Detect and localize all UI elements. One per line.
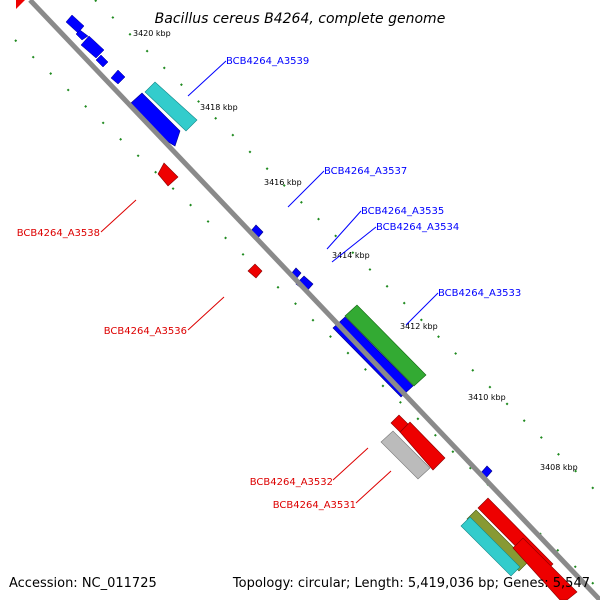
- leader-line-a3531: [355, 470, 392, 504]
- gene-label-a3531[interactable]: BCB4264_A3531: [273, 500, 356, 511]
- gene-a3533-green[interactable]: [344, 304, 427, 387]
- gene-cyan-bottom[interactable]: [460, 516, 521, 577]
- leader-line-a3536: [187, 296, 225, 331]
- leader-line-a3539: [187, 60, 227, 97]
- leader-line-a3533: [405, 292, 439, 326]
- gene-blue-2[interactable]: [75, 29, 89, 41]
- gene-blue-5[interactable]: [110, 69, 126, 85]
- genome-backbone: [28, 0, 600, 602]
- gene-a3536-red[interactable]: [247, 263, 263, 279]
- leader-line-a3537: [287, 170, 325, 208]
- gene-a3538-red[interactable]: [157, 162, 179, 187]
- leader-line-a3538: [100, 199, 137, 233]
- gene-label-a3538[interactable]: BCB4264_A3538: [17, 228, 100, 239]
- kbp-label: 3412 kbp: [400, 322, 438, 331]
- gene-label-a3532[interactable]: BCB4264_A3532: [250, 477, 333, 488]
- kbp-label: 3408 kbp: [540, 463, 578, 472]
- kbp-label: 3418 kbp: [200, 103, 238, 112]
- gene-red-edge-top[interactable]: [16, 0, 25, 9]
- leader-line-a3535: [326, 210, 362, 250]
- gene-label-a3535[interactable]: BCB4264_A3535: [361, 206, 444, 217]
- gene-label-a3537[interactable]: BCB4264_A3537: [324, 166, 407, 177]
- gene-red-bottom-2[interactable]: [512, 537, 578, 601]
- gene-blue-1[interactable]: [65, 14, 85, 34]
- gene-label-a3536[interactable]: BCB4264_A3536: [104, 326, 187, 337]
- gene-blue-3[interactable]: [80, 35, 105, 59]
- gene-label-a3539[interactable]: BCB4264_A3539: [226, 56, 309, 67]
- map-title: Bacillus cereus B4264, complete genome: [155, 11, 446, 27]
- gene-red-small-top[interactable]: [390, 414, 409, 433]
- leader-line-a3532: [332, 447, 369, 481]
- inner-guide-line: [94, 0, 600, 496]
- kbp-label: 3410 kbp: [468, 393, 506, 402]
- accession-text: Accession: NC_011725: [9, 576, 157, 591]
- gene-label-a3534[interactable]: BCB4264_A3534: [376, 222, 459, 233]
- gene-a3531-gray[interactable]: [380, 430, 431, 480]
- kbp-label: 3420 kbp: [133, 29, 171, 38]
- gene-label-a3533[interactable]: BCB4264_A3533: [438, 288, 521, 299]
- leader-line-a3534: [331, 226, 377, 263]
- kbp-labels: 3420 kbp 3418 kbp 3416 kbp 3414 kbp 3412…: [133, 29, 578, 472]
- kbp-label: 3414 kbp: [332, 251, 370, 260]
- reverse-gene-labels: BCB4264_A3538 BCB4264_A3536 BCB4264_A353…: [17, 199, 392, 511]
- gene-a3539-cyan[interactable]: [144, 81, 198, 132]
- gene-blue-4[interactable]: [95, 54, 109, 68]
- topology-text: Topology: circular; Length: 5,419,036 bp…: [232, 576, 590, 591]
- kbp-label: 3416 kbp: [264, 178, 302, 187]
- forward-gene-labels: BCB4264_A3539 BCB4264_A3537 BCB4264_A353…: [187, 56, 521, 326]
